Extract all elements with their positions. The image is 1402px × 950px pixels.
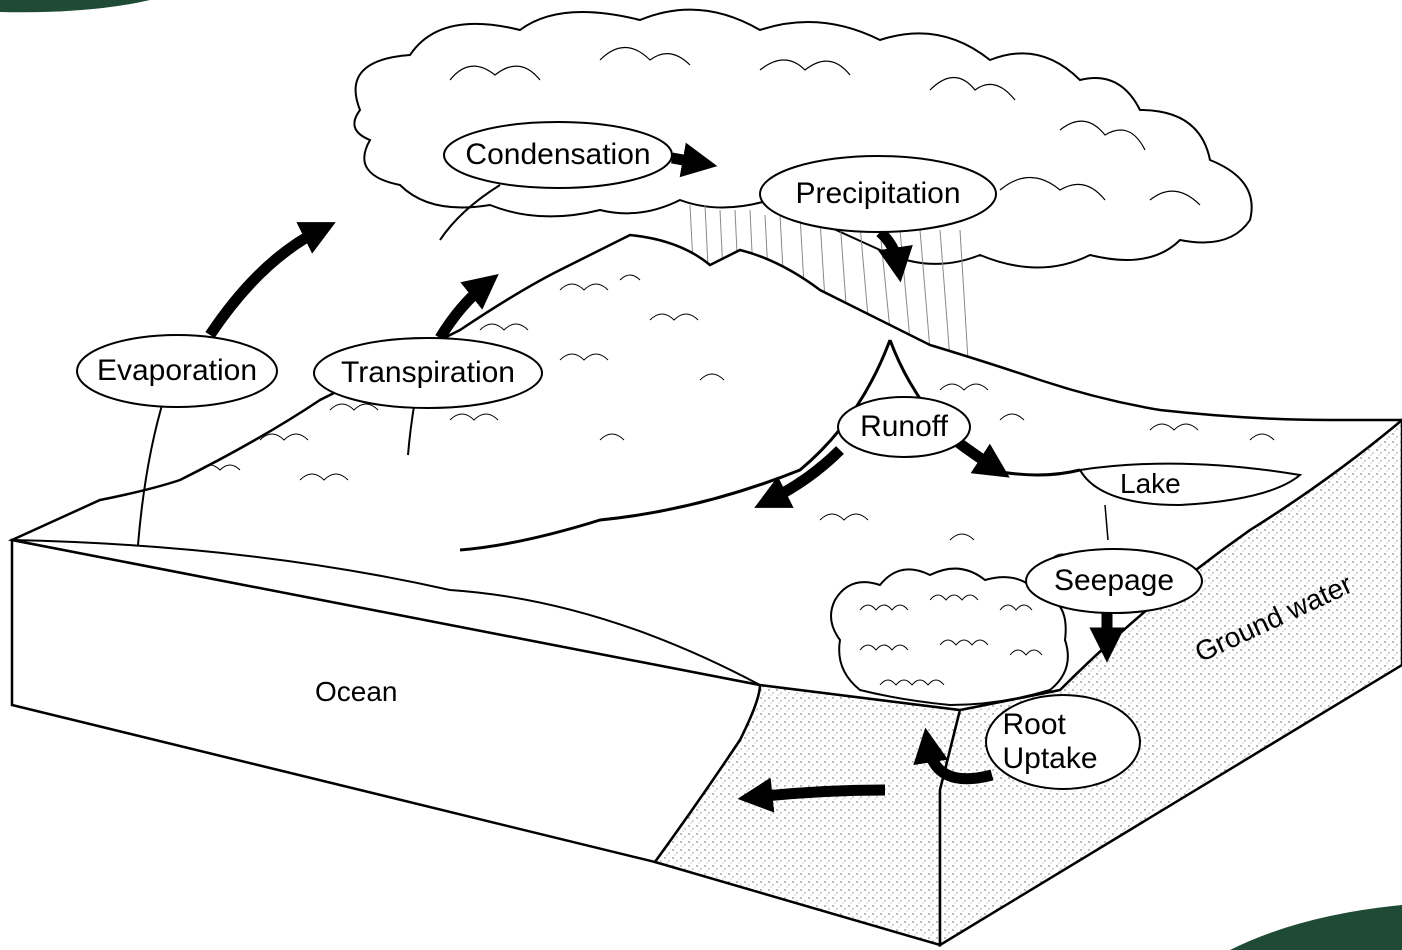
transpiration-label: Transpiration bbox=[341, 356, 515, 390]
seepage-label: Seepage bbox=[1054, 564, 1174, 598]
evaporation-label: Evaporation bbox=[97, 354, 257, 388]
lake-label: Lake bbox=[1120, 468, 1181, 500]
runoff-label: Runoff bbox=[860, 410, 948, 444]
ocean-label: Ocean bbox=[315, 676, 398, 708]
condensation-label: Condensation bbox=[465, 138, 650, 172]
root-uptake-line1: Root bbox=[1002, 708, 1097, 742]
evaporation-arrow bbox=[210, 230, 320, 335]
root-uptake-line2: Uptake bbox=[1002, 742, 1097, 776]
precipitation-label: Precipitation bbox=[795, 177, 960, 211]
condensation-arrow bbox=[672, 158, 700, 163]
root-uptake-label: Root Uptake bbox=[1002, 708, 1097, 776]
corner-accent-bottom-right bbox=[1230, 905, 1402, 950]
corner-accent-top-left bbox=[0, 0, 150, 12]
